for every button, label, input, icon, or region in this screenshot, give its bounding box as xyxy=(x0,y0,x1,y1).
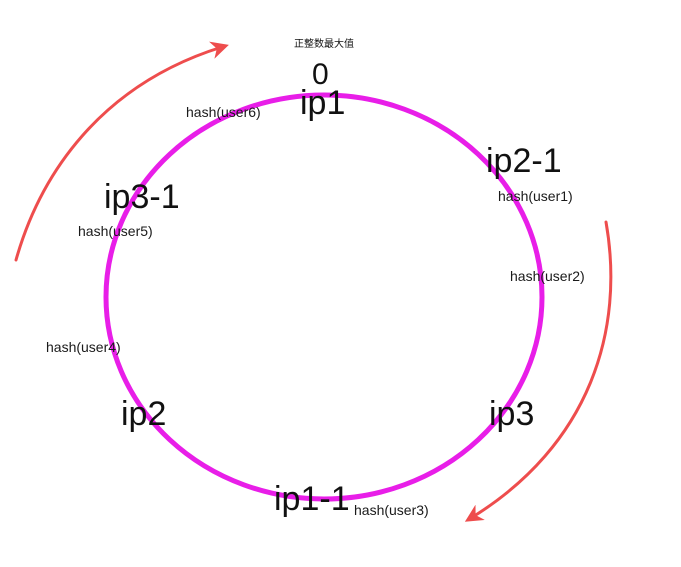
key-hash-user5: hash(user5) xyxy=(78,223,153,239)
node-ip1-1: ip1-1 xyxy=(274,480,350,518)
hash-ring xyxy=(103,92,545,502)
key-hash-user4: hash(user4) xyxy=(46,339,121,355)
key-hash-user2: hash(user2) xyxy=(510,268,585,284)
max-integer-note: 正整数最大值 xyxy=(294,39,354,50)
node-ip3: ip3 xyxy=(489,395,535,433)
rotation-arrow-top-left xyxy=(14,41,229,262)
node-ip2-1: ip2-1 xyxy=(486,142,562,180)
key-hash-user1: hash(user1) xyxy=(498,188,573,204)
node-ip3-1: ip3-1 xyxy=(104,178,180,216)
key-hash-user3: hash(user3) xyxy=(354,502,429,518)
key-hash-user6: hash(user6) xyxy=(186,104,261,120)
zero-label: 0 xyxy=(312,58,329,91)
rotation-arrow-bottom-right xyxy=(464,220,613,522)
node-ip1: ip1 xyxy=(300,84,346,122)
node-ip2: ip2 xyxy=(121,395,167,433)
